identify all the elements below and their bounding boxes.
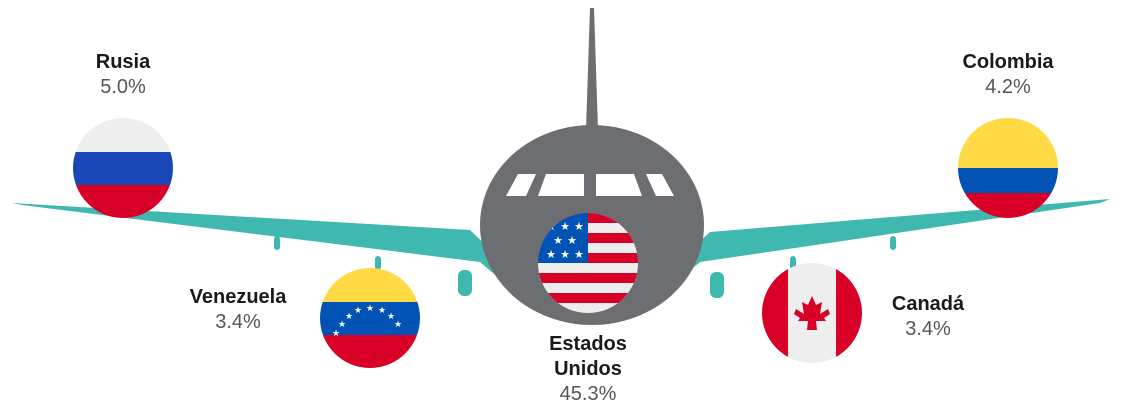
country-share: 4.2% xyxy=(985,76,1031,98)
left-pylon-1 xyxy=(274,236,280,250)
country-label-russia: Rusia 5.0% xyxy=(63,50,183,100)
svg-text:★: ★ xyxy=(546,248,556,261)
tail-fin xyxy=(586,8,598,130)
country-label-usa: Estados Unidos 45.3% xyxy=(528,332,648,407)
svg-text:★: ★ xyxy=(394,320,402,330)
right-pylon-1 xyxy=(890,236,896,250)
left-wing xyxy=(12,203,560,300)
country-share: 3.4% xyxy=(215,311,261,333)
wings xyxy=(12,199,1110,300)
svg-text:★: ★ xyxy=(366,304,374,314)
country-label-venezuela: Venezuela 3.4% xyxy=(168,285,308,335)
svg-text:★: ★ xyxy=(574,248,584,261)
country-name: Rusia xyxy=(95,51,151,73)
svg-text:★: ★ xyxy=(567,234,577,247)
cockpit-windows xyxy=(506,174,674,196)
window-center-left xyxy=(538,174,584,196)
left-engine xyxy=(458,270,472,296)
right-wing xyxy=(620,199,1110,300)
flag-colombia-icon xyxy=(958,118,1058,218)
country-name: Venezuela xyxy=(189,286,287,308)
svg-text:★: ★ xyxy=(354,306,362,316)
country-label-canada: Canadá 3.4% xyxy=(868,292,988,342)
window-center-right xyxy=(596,174,642,196)
window-left xyxy=(506,174,536,196)
svg-text:★: ★ xyxy=(378,306,386,316)
svg-text:★: ★ xyxy=(553,234,563,247)
country-share: 45.3% xyxy=(559,383,617,405)
svg-text:★: ★ xyxy=(345,312,353,322)
svg-text:★: ★ xyxy=(338,320,346,330)
svg-text:★: ★ xyxy=(574,220,584,233)
svg-text:★: ★ xyxy=(560,220,570,233)
country-share: 5.0% xyxy=(100,76,146,98)
country-name: Canadá xyxy=(891,293,965,315)
left-pylon-2 xyxy=(375,256,381,270)
flag-canada-icon xyxy=(762,263,862,363)
flag-russia-icon xyxy=(73,118,173,218)
country-label-colombia: Colombia 4.2% xyxy=(938,50,1078,100)
flag-venezuela-icon: ★ ★ ★ ★ ★ ★ ★ ★ xyxy=(320,268,420,368)
svg-text:★: ★ xyxy=(560,248,570,261)
window-right xyxy=(646,174,674,196)
svg-text:★: ★ xyxy=(332,329,340,339)
country-name-line2: Unidos xyxy=(554,358,622,380)
flag-usa-icon: ★ ★ ★ ★ ★ ★ ★ ★ xyxy=(538,213,638,313)
svg-text:★: ★ xyxy=(387,312,395,322)
country-share: 3.4% xyxy=(905,318,951,340)
country-name-line1: Estados xyxy=(549,333,627,355)
right-engine xyxy=(710,272,724,298)
country-name: Colombia xyxy=(962,51,1054,73)
